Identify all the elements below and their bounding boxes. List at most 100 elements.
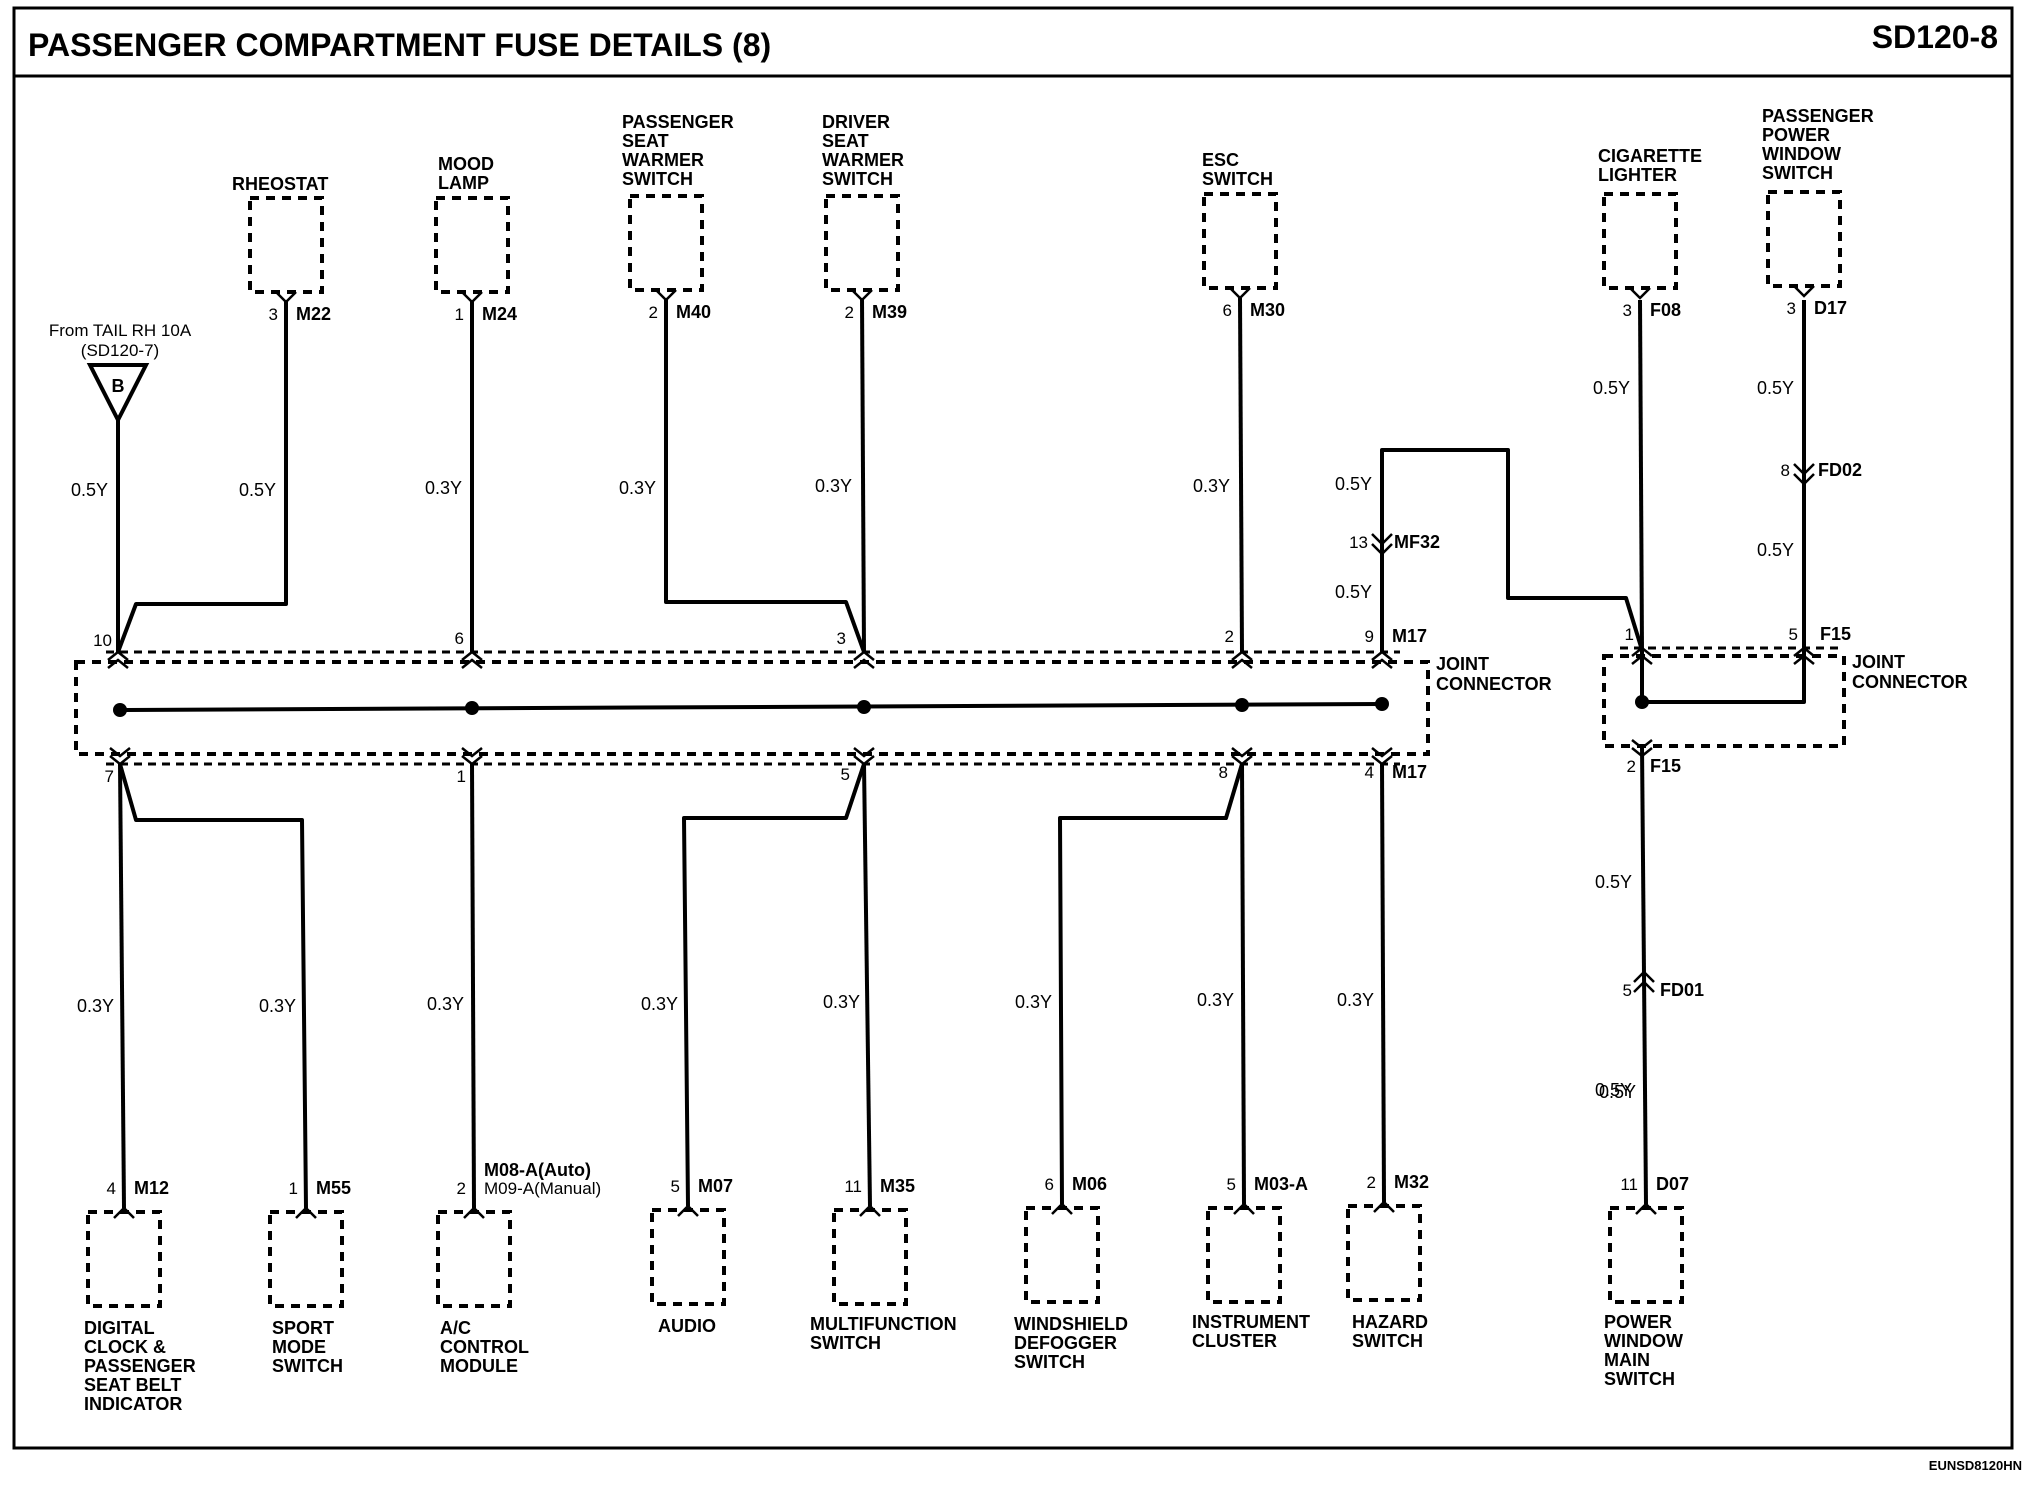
component-label: CLOCK &	[84, 1337, 166, 1357]
wire-sport-mode	[118, 763, 308, 1209]
wire-size-label: 0.3Y	[1337, 990, 1374, 1010]
component-label: WARMER	[822, 150, 904, 170]
wire-size-label: 0.3Y	[641, 994, 678, 1014]
terminal-bottom	[853, 747, 875, 766]
jc-pin-power-window-main: 2	[1627, 757, 1636, 776]
component-label: INSTRUMENT	[1192, 1312, 1310, 1332]
junction-dot	[113, 703, 127, 717]
terminal-top	[107, 650, 129, 669]
jc2-top-conn: F15	[1820, 624, 1851, 644]
component-box	[1024, 1206, 1100, 1304]
component-label: SEAT BELT	[84, 1375, 181, 1395]
pin-number: 6	[1045, 1175, 1054, 1194]
component-label: WINDSHIELD	[1014, 1314, 1128, 1334]
connector-name: D07	[1656, 1174, 1689, 1194]
wire-instrument-cluster	[1240, 763, 1246, 1205]
fd01-wire-below: 0.5Y	[1595, 1080, 1632, 1100]
component-label: HAZARD	[1352, 1312, 1428, 1332]
fd02-connector-symbol	[1793, 463, 1815, 486]
connector-terminal	[851, 289, 873, 302]
component-label: ESC	[1202, 150, 1239, 170]
component-label: CLUSTER	[1192, 1331, 1277, 1351]
pin-number: 5	[671, 1177, 680, 1196]
terminal-bottom	[1631, 739, 1653, 758]
source-label: From TAIL RH 10A	[49, 321, 192, 340]
pin-number: 1	[455, 305, 464, 324]
component-label: DIGITAL	[84, 1318, 155, 1338]
connector-terminal	[859, 1204, 881, 1217]
component-label: SWITCH	[622, 169, 693, 189]
jc-pin-mood-lamp: 6	[455, 629, 464, 648]
component-label: RHEOSTAT	[232, 174, 328, 194]
connector-name-alt: M09-A(Manual)	[484, 1179, 601, 1198]
component-box	[650, 1208, 726, 1306]
pin-number: 11	[1620, 1175, 1638, 1194]
connector-name: M08-A(Auto)	[484, 1160, 591, 1180]
pin-number: 3	[1623, 301, 1632, 320]
connector-name: M12	[134, 1178, 169, 1198]
jc1-name: JOINT	[1436, 654, 1489, 674]
connector-terminal	[677, 1204, 699, 1217]
component-label: MAIN	[1604, 1350, 1650, 1370]
connector-terminal	[463, 1206, 485, 1219]
jc1-top-conn: M17	[1392, 626, 1427, 646]
terminal-bottom	[1231, 747, 1253, 766]
component-label: PASSENGER	[622, 112, 734, 132]
component-box	[824, 194, 900, 292]
component-label: POWER	[1762, 125, 1830, 145]
connector-name: M39	[872, 302, 907, 322]
jc-pin-source: 10	[93, 631, 112, 650]
connector-terminal	[275, 291, 297, 304]
pin-number: 6	[1223, 301, 1232, 320]
component-label: SEAT	[822, 131, 869, 151]
wire-size-label: 0.3Y	[619, 478, 656, 498]
connector-name: M06	[1072, 1174, 1107, 1194]
component-label: SEAT	[622, 131, 669, 151]
component-label: DEFOGGER	[1014, 1333, 1117, 1353]
connector-name: M55	[316, 1178, 351, 1198]
component-box	[268, 1210, 344, 1308]
jc2-name-2: CONNECTOR	[1852, 672, 1968, 692]
component-label: MODULE	[440, 1356, 518, 1376]
component-label: CIGARETTE	[1598, 146, 1702, 166]
component-box	[1602, 192, 1678, 290]
wire-multifunction	[862, 763, 872, 1207]
component-label: WINDOW	[1762, 144, 1841, 164]
wire-size-label: 0.3Y	[1015, 992, 1052, 1012]
component-box	[1608, 1206, 1684, 1304]
wire-size-label: 0.3Y	[815, 476, 852, 496]
terminal-bottom	[109, 747, 131, 766]
footer-code: EUNSD8120HN	[1929, 1458, 2022, 1473]
wire-power-window-main	[1640, 745, 1648, 1205]
junction-dot	[1235, 698, 1249, 712]
jc2-name: JOINT	[1852, 652, 1905, 672]
wire-hazard	[1380, 763, 1386, 1203]
terminal-top	[1631, 646, 1653, 665]
fd02-pin: 8	[1781, 461, 1790, 480]
mf32-pin: 13	[1349, 533, 1368, 552]
source-wire-label: 0.5Y	[71, 480, 108, 500]
pin-number: 2	[457, 1179, 466, 1198]
jc1-name-2: CONNECTOR	[1436, 674, 1552, 694]
joint-bus-1	[119, 702, 1383, 712]
wire-passenger-seat-warmer	[664, 298, 866, 653]
component-label: SWITCH	[1202, 169, 1273, 189]
component-label: SWITCH	[822, 169, 893, 189]
junction-dot	[1635, 695, 1649, 709]
component-label: SWITCH	[272, 1356, 343, 1376]
fd01-conn: FD01	[1660, 980, 1704, 1000]
component-label: AUDIO	[658, 1316, 716, 1336]
fd01-wire-above: 0.5Y	[1595, 872, 1632, 892]
component-box	[1202, 192, 1278, 290]
mf32-conn: MF32	[1394, 532, 1440, 552]
pin-number: 2	[1367, 1173, 1376, 1192]
component-label: SWITCH	[1014, 1352, 1085, 1372]
